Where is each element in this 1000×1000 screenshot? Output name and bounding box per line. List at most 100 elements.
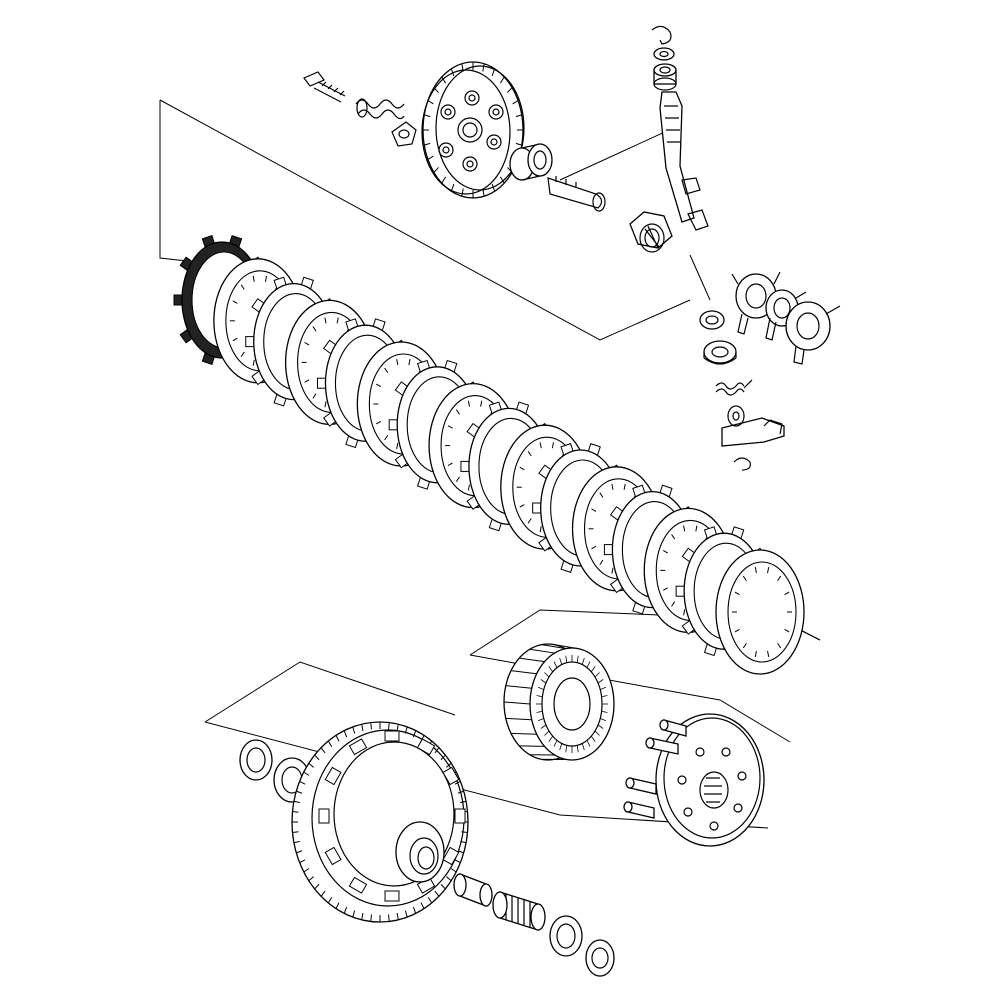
leader-line-basket (204, 661, 456, 723)
plate-tooth (396, 442, 399, 449)
basket-gear-tooth (361, 724, 364, 732)
pressure-plate-rib (515, 114, 522, 118)
basket-gear-tooth (412, 906, 417, 914)
plate-tooth (324, 317, 327, 324)
basket-gear-tooth (352, 910, 356, 918)
basket-gear-tooth (314, 883, 320, 890)
carrier-stud-3 (625, 777, 657, 795)
plate-tooth (264, 275, 268, 282)
basket-gear-tooth (293, 800, 300, 804)
plate-tooth (777, 642, 782, 649)
hub-ring-tick (590, 735, 596, 742)
plate-tooth (232, 300, 238, 304)
plate-tooth (304, 342, 310, 346)
basket-gear-tooth (314, 754, 320, 761)
hub-ring-tick (544, 672, 550, 678)
pressure-plate-rib (424, 114, 431, 118)
plate-tooth (611, 567, 614, 574)
basket-needle-bearing (492, 891, 546, 931)
leader-line-pressure-plate (159, 99, 691, 341)
plate-tooth (742, 642, 747, 649)
pressure-plate-rib (512, 100, 519, 105)
hub-carrier-plate (655, 713, 765, 847)
plate-tooth (695, 525, 698, 532)
plate-tooth (519, 466, 525, 471)
hub-ring-tick (597, 724, 604, 729)
plate-tooth (539, 526, 542, 533)
plate-tooth (683, 525, 686, 532)
plate-tooth (467, 400, 470, 407)
plate-tooth (312, 393, 317, 399)
hub-ring-tick (581, 743, 585, 751)
release-lever-right (785, 301, 841, 365)
basket-gear-tooth (420, 902, 425, 909)
plate-tooth (754, 567, 757, 574)
pressure-plate-rib (515, 142, 522, 146)
pressure-plate-rib (500, 176, 505, 184)
clutch-spring (355, 98, 405, 120)
plate-tooth (252, 359, 255, 366)
hub-spline (541, 644, 567, 650)
hub-ring-tick (601, 695, 608, 698)
hub-ring-tick (590, 666, 596, 673)
hub-ring-tick (540, 679, 547, 684)
plate-tooth (376, 420, 382, 425)
basket-gear-tooth (434, 890, 440, 897)
clutch-basket (291, 721, 469, 923)
basket-gear-tooth (320, 747, 326, 754)
basket-gear-tooth (352, 726, 356, 734)
cam-circlip (733, 457, 751, 471)
plate-tooth (384, 434, 389, 441)
pressure-plate-rib (500, 76, 505, 84)
basket-gear-tooth (299, 859, 306, 864)
plate-tooth (662, 550, 668, 554)
pressure-plate-rib (482, 63, 485, 72)
leader-line-pushrod (559, 124, 681, 181)
plate-tooth (767, 650, 770, 657)
hub-ring-tick (536, 710, 543, 713)
spring-washer (391, 121, 417, 147)
adjuster-screw (303, 71, 346, 103)
basket-slot (324, 766, 342, 786)
pressure-plate-rib (424, 142, 431, 146)
shaft-washer (653, 47, 675, 61)
pressure-plate-rib (482, 188, 485, 197)
basket-gear-tooth (292, 831, 299, 833)
pressure-plate-rib (441, 176, 446, 184)
plate-tooth (551, 442, 554, 449)
plate-tooth (304, 379, 310, 383)
hub-spline (503, 701, 531, 705)
hub-ring-tick (594, 730, 600, 736)
plate-tooth (384, 367, 389, 374)
hub-ring-tick (540, 724, 547, 729)
hub-ring-tick (536, 695, 543, 698)
basket-gear-tooth (450, 868, 457, 873)
plate-tooth (662, 587, 668, 591)
plate-tooth (519, 504, 525, 508)
basket-gear-tooth (343, 730, 348, 738)
pressure-plate-rib (491, 183, 496, 192)
plate-tooth (671, 601, 676, 607)
hub-ring-tick (548, 735, 554, 742)
basket-gear-tooth (303, 868, 310, 873)
plate-tooth (240, 284, 245, 290)
plate-tooth (447, 425, 453, 429)
leader-line-pressure-group (159, 100, 197, 263)
bottom-washer-1 (549, 915, 583, 957)
basket-slot (384, 730, 400, 742)
basket-gear-tooth (427, 896, 433, 904)
plate-tooth (683, 609, 686, 616)
hub-spline (510, 670, 537, 675)
plate-inner-edge (727, 561, 797, 663)
plate-tooth (324, 401, 327, 408)
hub-ring-tick (538, 686, 544, 691)
basket-gear-tooth (404, 910, 408, 918)
plate-tooth (336, 317, 339, 324)
plate-tooth (671, 534, 676, 540)
leader-line-shaft (689, 254, 711, 301)
basket-gear-tooth (446, 876, 452, 882)
hub-ring-tick (594, 672, 600, 678)
basket-gear-tooth (440, 883, 446, 890)
hub-ring-tick (565, 745, 568, 753)
